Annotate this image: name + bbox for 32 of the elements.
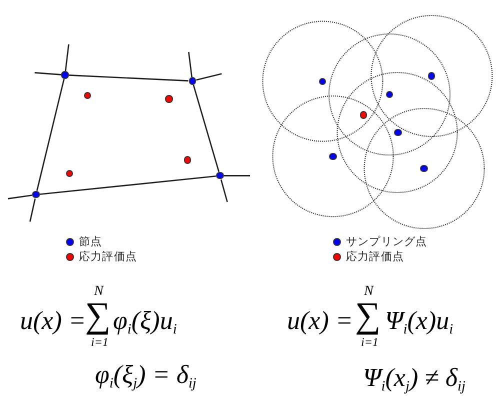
formula: φ$_{i}$(ξ)u$_{i}$ (113, 308, 177, 337)
formula: Ψ$_{i}$(x)u$_{i}$ (385, 308, 454, 337)
formula: u(x) = (20, 308, 86, 334)
formula: u(x) = (287, 308, 353, 334)
summation-limit: i=1 (361, 336, 378, 348)
legend-label: 応力評価点 (346, 250, 404, 263)
node-dot (61, 71, 69, 79)
mesh-line (224, 175, 250, 176)
summation-sign: ∑ (85, 297, 111, 333)
mesh-line (220, 179, 228, 202)
legend-label: 節点 (79, 236, 102, 248)
mesh-line (68, 74, 188, 82)
summation-limit: i=1 (91, 336, 108, 348)
node-dot (32, 191, 40, 198)
legend-label: サンプリング点 (346, 236, 428, 248)
formula: Ψ$_{i}$(x$_{j}$) ≠ δ$_{ij}$ (363, 365, 466, 394)
mesh-line (29, 198, 36, 222)
mesh-line (8, 194, 32, 200)
mesh-line (40, 175, 216, 195)
mesh-line (192, 84, 220, 172)
legend-label: 応力評価点 (79, 250, 137, 263)
mesh-line (196, 73, 222, 81)
mesh-line (64, 44, 70, 72)
mesh-line (34, 72, 62, 76)
summation-limit: N (94, 285, 104, 299)
node-dot (188, 77, 196, 85)
summation-sign: ∑ (355, 297, 381, 333)
mesh-line (188, 52, 192, 78)
node-dot (216, 172, 224, 180)
summation-limit: N (364, 285, 374, 299)
mesh-line (36, 78, 65, 191)
formula: φ$_{i}$(ξ$_{j}$) = δ$_{ij}$ (95, 362, 196, 391)
